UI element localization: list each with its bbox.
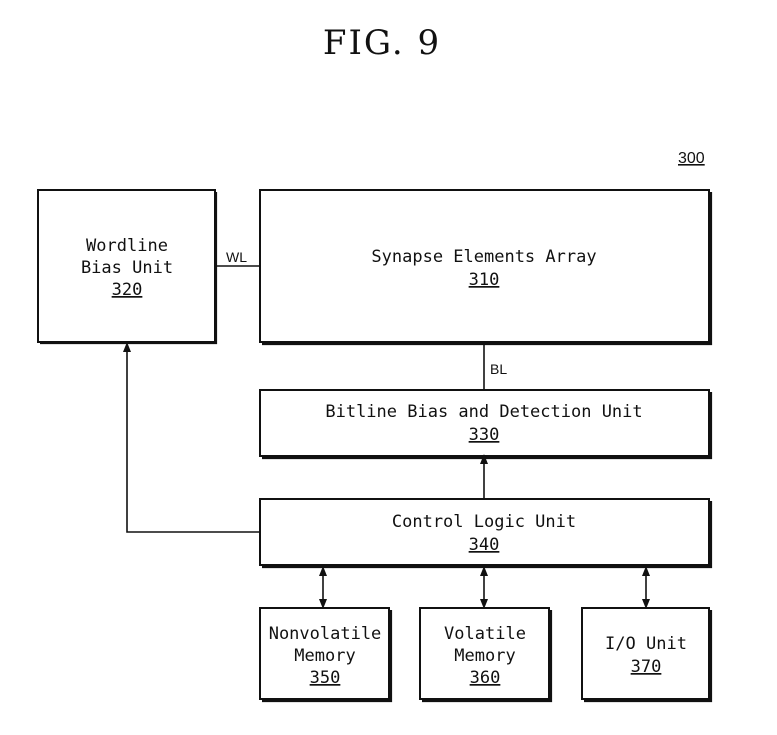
wordline-bias-unit-block: Wordline Bias Unit 320 bbox=[37, 189, 218, 345]
control-to-wordline-arrow bbox=[123, 342, 260, 533]
bitline-bias-detection-unit-block: Bitline Bias and Detection Unit 330 bbox=[259, 389, 713, 460]
volatile-memory-number: 360 bbox=[470, 668, 501, 688]
io-unit-number: 370 bbox=[631, 657, 662, 677]
nonvolatile-memory-block: Nonvolatile Memory 350 bbox=[259, 607, 393, 703]
wordline-bias-unit-label-line1: Wordline bbox=[86, 236, 168, 256]
figure-reference-number: 300 bbox=[678, 150, 705, 167]
io-unit-block: I/O Unit 370 bbox=[581, 607, 713, 703]
synapse-elements-array-number: 310 bbox=[469, 270, 500, 290]
wordline-bias-unit-number: 320 bbox=[112, 280, 143, 300]
bl-signal-label: BL bbox=[490, 361, 507, 377]
wordline-bias-unit-label-line2: Bias Unit bbox=[81, 258, 173, 278]
nonvolatile-memory-label-line2: Memory bbox=[294, 646, 355, 666]
bitline-bias-detection-unit-label: Bitline Bias and Detection Unit bbox=[325, 402, 642, 422]
nonvolatile-memory-label-line1: Nonvolatile bbox=[269, 624, 382, 644]
volatile-memory-block: Volatile Memory 360 bbox=[419, 607, 553, 703]
wl-signal-label: WL bbox=[226, 249, 247, 265]
control-logic-unit-label: Control Logic Unit bbox=[392, 512, 576, 532]
synapse-elements-array-block: Synapse Elements Array 310 bbox=[259, 189, 713, 346]
bitline-bias-detection-unit-number: 330 bbox=[469, 425, 500, 445]
volatile-memory-label-line2: Memory bbox=[454, 646, 515, 666]
synapse-elements-array-label: Synapse Elements Array bbox=[371, 247, 596, 267]
control-logic-unit-block: Control Logic Unit 340 bbox=[259, 498, 713, 569]
figure-title: FIG. 9 bbox=[323, 23, 441, 63]
volatile-memory-label-line1: Volatile bbox=[444, 624, 526, 644]
io-unit-label: I/O Unit bbox=[605, 634, 687, 654]
control-logic-unit-number: 340 bbox=[469, 535, 500, 555]
nonvolatile-memory-number: 350 bbox=[310, 668, 341, 688]
